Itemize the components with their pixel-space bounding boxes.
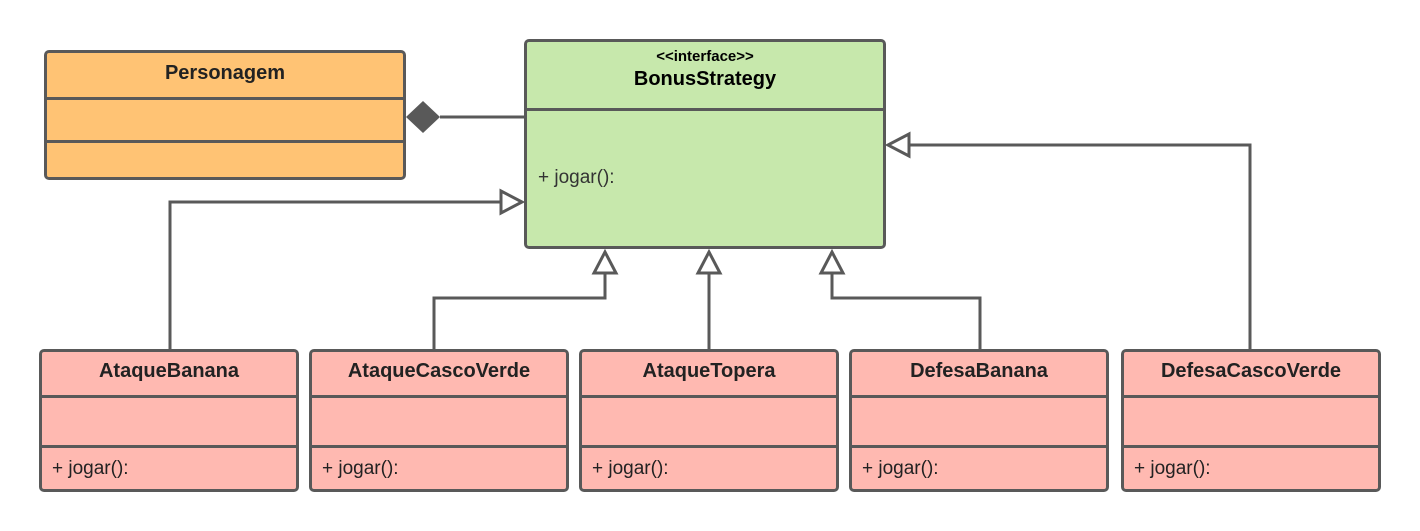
class-ataque-topera[interactable]: AtaqueTopera + jogar():	[579, 349, 839, 492]
methods-section: + jogar():	[582, 445, 836, 489]
attributes-section	[1124, 395, 1378, 445]
class-method: + jogar():	[52, 458, 129, 479]
interface-name-section: <<interface>> BonusStrategy	[527, 42, 883, 108]
class-name-section: Personagem	[47, 53, 403, 97]
attributes-section	[312, 395, 566, 445]
class-ataque-banana[interactable]: AtaqueBanana + jogar():	[39, 349, 299, 492]
methods-section: + jogar():	[1124, 445, 1378, 489]
realization-arrowhead-ataque-topera	[695, 248, 723, 275]
attributes-section	[42, 395, 296, 445]
class-ataque-casco-verde[interactable]: AtaqueCascoVerde + jogar():	[309, 349, 569, 492]
class-name: Personagem	[164, 62, 286, 84]
class-method: + jogar():	[592, 458, 669, 479]
interface-bonus-strategy[interactable]: <<interface>> BonusStrategy + jogar():	[524, 39, 886, 249]
class-name-section: AtaqueBanana	[42, 352, 296, 395]
composition-diamond	[406, 101, 440, 133]
realization-arrowhead-ataque-casco-verde	[591, 248, 619, 275]
methods-section: + jogar():	[42, 445, 296, 489]
realization-arrowhead-defesa-banana	[818, 248, 846, 275]
class-name: DefesaCascoVerde	[1160, 360, 1342, 382]
class-name-section: AtaqueCascoVerde	[312, 352, 566, 395]
class-name-section: DefesaBanana	[852, 352, 1106, 395]
interface-methods-section: + jogar():	[527, 108, 883, 246]
methods-section	[47, 140, 403, 177]
interface-stereotype: <<interface>>	[656, 48, 754, 65]
realization-connector-defesa-banana	[830, 273, 982, 349]
class-name: AtaqueCascoVerde	[347, 360, 531, 382]
attributes-section	[852, 395, 1106, 445]
class-defesa-banana[interactable]: DefesaBanana + jogar():	[849, 349, 1109, 492]
attributes-section	[582, 395, 836, 445]
class-name: AtaqueBanana	[98, 360, 240, 382]
realization-arrowhead-ataque-banana	[499, 188, 526, 216]
class-method: + jogar():	[862, 458, 939, 479]
class-personagem[interactable]: Personagem	[44, 50, 406, 180]
class-name: DefesaBanana	[910, 360, 1048, 382]
class-defesa-casco-verde[interactable]: DefesaCascoVerde + jogar():	[1121, 349, 1381, 492]
class-name: AtaqueTopera	[642, 360, 776, 382]
interface-name: BonusStrategy	[633, 68, 777, 90]
realization-connector-ataque-banana	[168, 200, 501, 349]
realization-arrowhead-defesa-casco-verde	[884, 131, 911, 159]
realization-connector-defesa-casco-verde	[909, 143, 1252, 349]
interface-method: + jogar():	[538, 167, 615, 188]
class-method: + jogar():	[322, 458, 399, 479]
realization-connector-ataque-casco-verde	[432, 273, 607, 349]
methods-section: + jogar():	[852, 445, 1106, 489]
class-method: + jogar():	[1134, 458, 1211, 479]
attributes-section	[47, 97, 403, 140]
methods-section: + jogar():	[312, 445, 566, 489]
class-name-section: DefesaCascoVerde	[1124, 352, 1378, 395]
class-name-section: AtaqueTopera	[582, 352, 836, 395]
